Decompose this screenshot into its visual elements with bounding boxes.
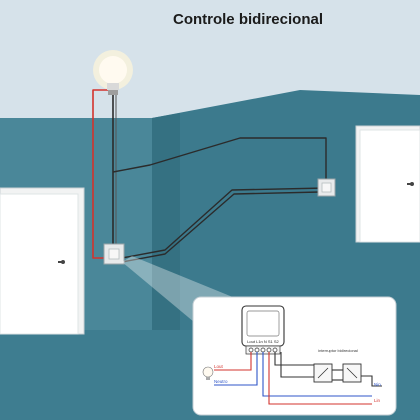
- door-icon: [355, 125, 420, 243]
- wall-switch-icon: [317, 178, 336, 197]
- diagram-title: Controle bidirecional: [173, 11, 323, 28]
- wire-label-lin: Lin: [374, 398, 381, 403]
- switch-label: interruptor bidirecional: [318, 348, 358, 353]
- light-bulb-icon: [202, 366, 214, 380]
- wire-label-nin: Nin: [374, 382, 381, 387]
- wiring-inset-panel: Lout L1n N S1 S2 interrupt: [192, 296, 397, 416]
- module-terminal-labels: Lout L1n N S1 S2: [247, 339, 279, 344]
- light-bulb-icon: [93, 50, 133, 95]
- wall-wiring: [92, 89, 327, 263]
- wire-label-lout: Lout: [214, 364, 224, 369]
- bidirectional-switch-icon: [313, 363, 362, 383]
- wall-switch-icon: [103, 243, 125, 265]
- wire-label-neutral: Neutro: [214, 379, 228, 384]
- door-icon: [0, 187, 85, 335]
- smart-module-icon: Lout L1n N S1 S2: [241, 305, 285, 355]
